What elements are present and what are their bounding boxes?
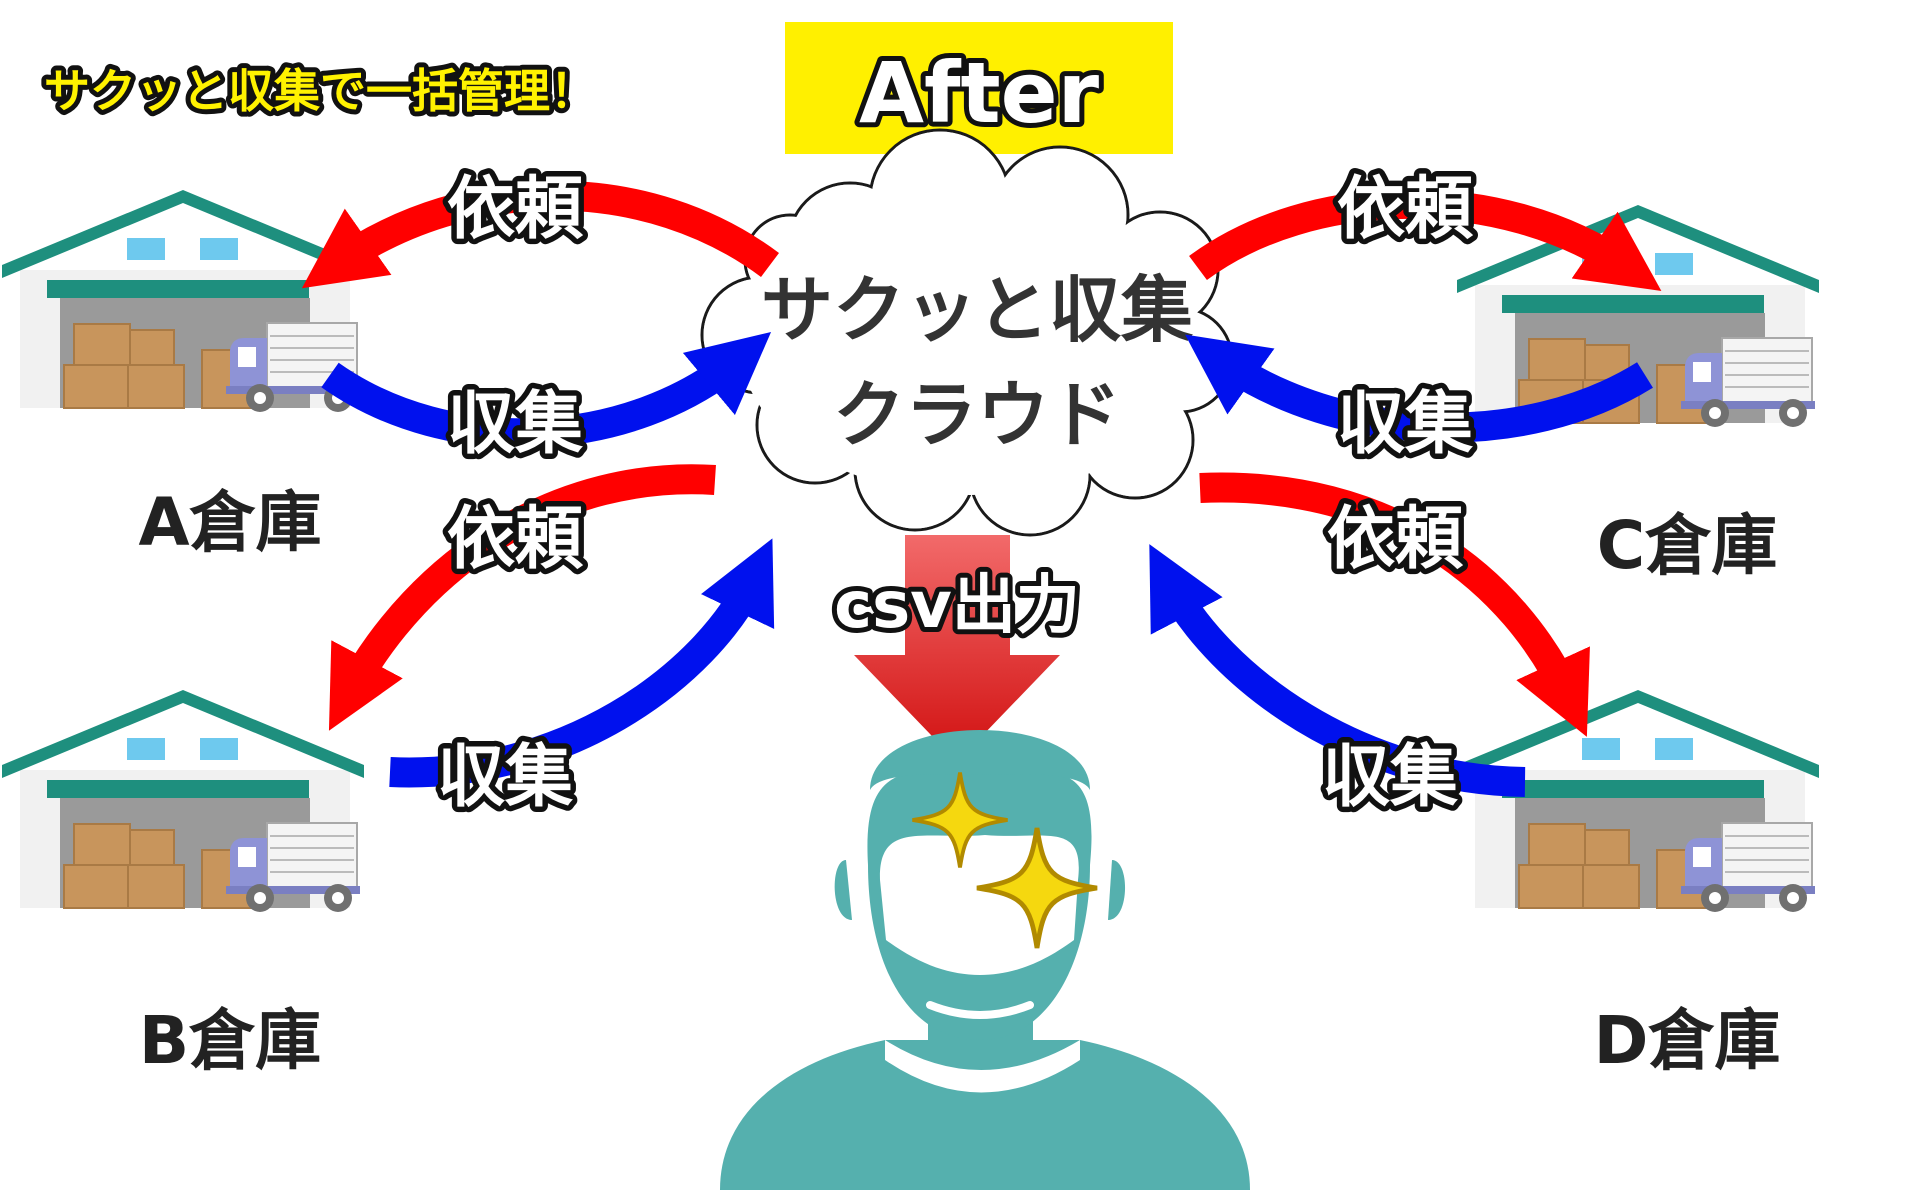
collect-label-a: 収集 (447, 385, 583, 464)
request-label-d: 依頼 (1327, 500, 1464, 579)
collect-arrow-b (389, 538, 775, 788)
after-label: After (859, 44, 1100, 142)
request-arrow-c (1189, 188, 1662, 291)
request-label-b: 依頼 (447, 500, 584, 579)
request-arrow-a (301, 180, 779, 289)
collect-arrow-c (1185, 334, 1653, 443)
warehouse-c-label: C倉庫 (1597, 507, 1777, 584)
warehouse-a-label: A倉庫 (138, 484, 321, 561)
after-badge (785, 22, 1173, 154)
request-label-c: 依頼 (1337, 170, 1474, 249)
collect-arrow-a (321, 332, 772, 449)
cloud-title-line1: サクッと収集 (761, 268, 1193, 352)
request-label-a: 依頼 (447, 170, 584, 249)
collect-arrow-d (1149, 544, 1526, 797)
request-arrow-d (1199, 472, 1590, 737)
warehouse-d-icon (1456, 689, 1820, 913)
collect-label-c: 収集 (1337, 385, 1473, 464)
warehouse-b-icon (1, 689, 365, 913)
collect-label-b: 収集 (437, 738, 573, 817)
collect-label-d: 収集 (1322, 738, 1458, 817)
person-icon (720, 730, 1250, 1190)
down-arrow-icon (854, 535, 1060, 762)
request-arrow-b (328, 464, 716, 731)
warehouse-b-label: B倉庫 (139, 1002, 321, 1079)
csv-export-label: csv出力 (834, 569, 1080, 643)
warehouse-d-label: D倉庫 (1594, 1002, 1781, 1079)
headline: サクッと収集で一括管理！ (44, 64, 596, 118)
warehouse-a-icon (1, 189, 365, 413)
cloud-title-line2: クラウド (833, 373, 1121, 457)
